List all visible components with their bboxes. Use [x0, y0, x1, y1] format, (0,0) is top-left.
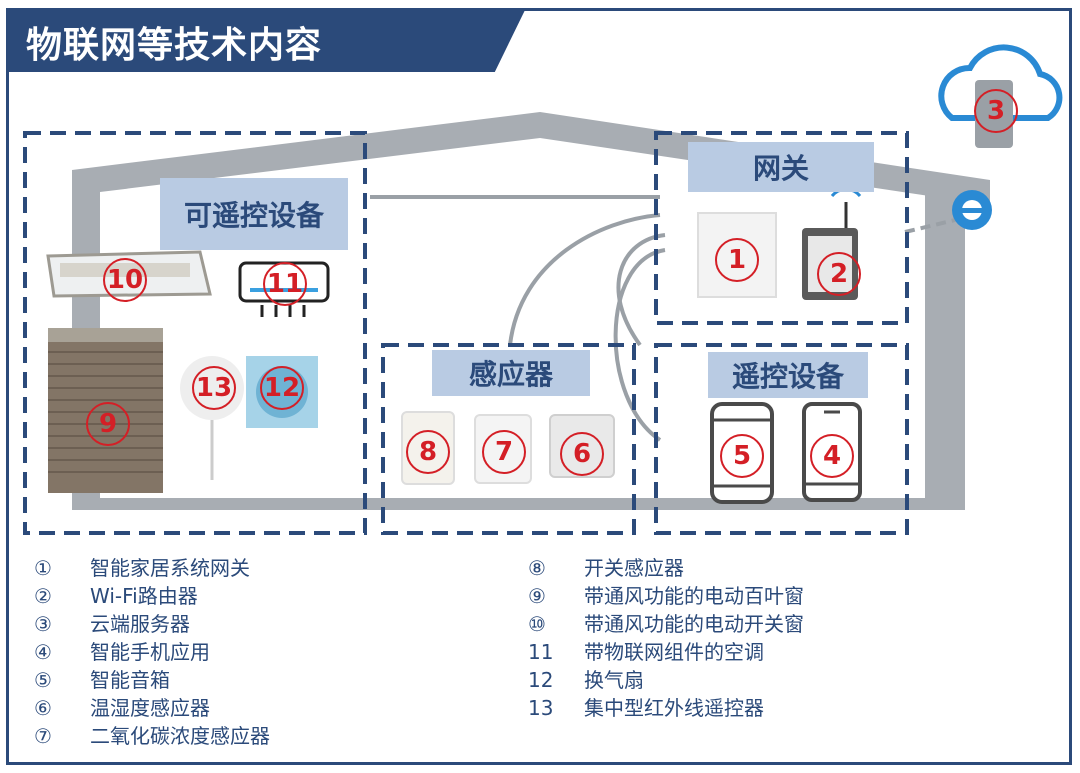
marker-2: 2 — [817, 252, 861, 296]
section-label-remote-devices: 可遥控设备 — [160, 178, 348, 250]
legend-number: ⑥ — [34, 696, 52, 720]
legend-number: ⑨ — [528, 584, 546, 608]
legend-number: ② — [34, 584, 52, 608]
dashed-boxes — [23, 131, 909, 535]
legend-number: ⑩ — [528, 612, 546, 636]
connection-lines — [370, 195, 956, 442]
marker-12: 12 — [260, 366, 304, 410]
marker-6: 6 — [560, 432, 604, 476]
legend-text: 智能家居系统网关 — [90, 556, 250, 580]
legend-number: ⑤ — [34, 668, 52, 692]
legend-text: 智能手机应用 — [90, 640, 210, 664]
legend-left: ① 智能家居系统网关 ② Wi-Fi路由器 ③ 云端服务器 ④ 智能手机应用 ⑤… — [34, 554, 494, 754]
legend-number: 12 — [528, 668, 554, 692]
legend-number: 11 — [528, 640, 554, 664]
marker-8: 8 — [406, 430, 450, 474]
legend-text: 温湿度感应器 — [90, 696, 210, 720]
shutter-illustration — [48, 328, 163, 493]
legend-number: 13 — [528, 696, 554, 720]
legend-number: ⑧ — [528, 556, 546, 580]
marker-5: 5 — [720, 434, 764, 478]
legend-text: 换气扇 — [584, 668, 644, 692]
page-title: 物联网等技术内容 — [26, 25, 323, 66]
marker-7: 7 — [482, 430, 526, 474]
section-label-remote-control: 遥控设备 — [708, 352, 868, 398]
marker-4: 4 — [810, 434, 854, 478]
legend-number: ⑦ — [34, 724, 52, 748]
legend-right: ⑧ 开关感应器 ⑨ 带通风功能的电动百叶窗 ⑩ 带通风功能的电动开关窗 11 带… — [528, 554, 988, 734]
legend-text: 集中型红外线遥控器 — [584, 696, 764, 720]
section-label-gateway: 网关 — [688, 142, 874, 192]
legend-text: 开关感应器 — [584, 556, 684, 580]
legend-text: 带通风功能的电动百叶窗 — [584, 584, 804, 608]
legend-text: 云端服务器 — [90, 612, 190, 636]
legend-number: ① — [34, 556, 52, 580]
legend-number: ④ — [34, 640, 52, 664]
title-bar — [6, 8, 526, 72]
marker-11: 11 — [263, 262, 307, 306]
marker-13: 13 — [192, 366, 236, 410]
marker-1: 1 — [715, 238, 759, 282]
legend-text: Wi-Fi路由器 — [90, 584, 198, 608]
internet-icon — [952, 190, 992, 230]
marker-3: 3 — [974, 89, 1018, 133]
marker-9: 9 — [86, 402, 130, 446]
legend-text: 智能音箱 — [90, 668, 170, 692]
legend-text: 二氧化碳浓度感应器 — [90, 724, 270, 748]
section-label-sensors: 感应器 — [432, 350, 590, 396]
diagram-frame — [6, 8, 1072, 765]
marker-10: 10 — [103, 258, 147, 302]
legend-number: ③ — [34, 612, 52, 636]
legend-text: 带通风功能的电动开关窗 — [584, 612, 804, 636]
legend-text: 带物联网组件的空调 — [584, 640, 764, 664]
